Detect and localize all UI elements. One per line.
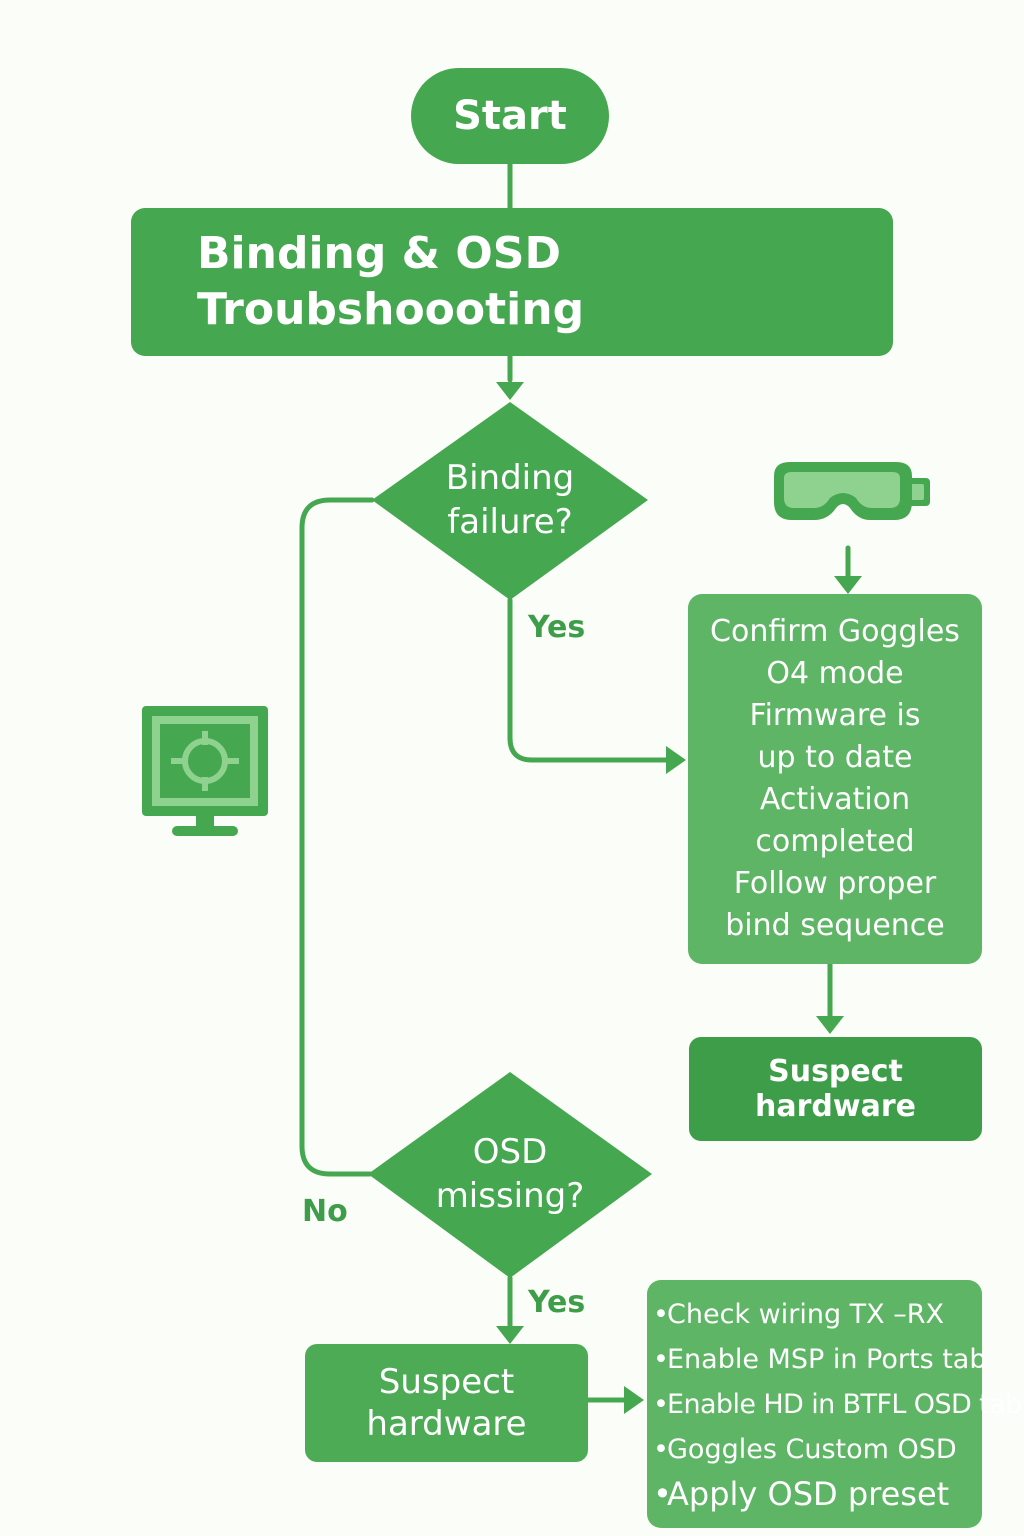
osd-check-item: • Check wiring TX –RX [653,1292,944,1337]
start-node[interactable]: Start [411,68,609,164]
bullet: • [653,1298,669,1330]
title-line-2: Troubshoooting [197,284,585,335]
start-label: Start [453,93,567,139]
binding-yes-label: Yes [528,610,586,645]
title-node[interactable]: Binding & OSD Troubshoooting [131,208,893,356]
arrowhead-confirm [666,746,686,774]
confirm-line-6: completed [755,824,915,859]
suspect-hardware-bottom-line-1: Suspect [378,1362,515,1402]
arrowhead-goggles [834,576,862,594]
bullet: • [653,1343,669,1375]
bullet: • [653,1474,672,1513]
suspect-hardware-top-label: Suspect hardware [755,1054,916,1124]
osd-check-text: Check wiring TX –RX [667,1298,944,1330]
osd-decision-line-2: missing? [435,1176,585,1216]
flowchart-title: Binding & OSD Troubshoooting [197,226,584,338]
osd-check-text: Enable HD in BTFL OSD tab [667,1388,1022,1420]
confirm-line-8: bind sequence [725,908,945,943]
osd-check-item: • Apply OSD preset [653,1472,949,1517]
osd-yes-label: Yes [528,1285,586,1320]
bullet: • [653,1433,669,1465]
osd-decision-label: OSD missing? [410,1130,610,1218]
title-line-1: Binding & OSD [197,228,561,279]
monitor-crosshair-icon [142,706,268,836]
suspect-hardware-bottom-line-2: hardware [366,1404,527,1444]
suspect-hardware-top-node[interactable]: Suspect hardware [689,1037,982,1141]
confirm-line-4: up to date [757,740,913,775]
arrowhead-suspect-bottom [496,1326,524,1344]
confirm-checklist-node[interactable]: Confirm Goggles O4 mode Firmware is up t… [688,594,982,964]
osd-check-text: Goggles Custom OSD [667,1433,957,1465]
osd-check-text: Apply OSD preset [667,1474,950,1513]
arrow-binding-yes-confirm [507,597,673,763]
suspect-hardware-bottom-node[interactable]: Suspect hardware [305,1344,588,1462]
connector-no-loop [299,497,375,1177]
decision-osd-missing[interactable] [368,1072,652,1278]
osd-check-item: • Enable HD in BTFL OSD tab [653,1382,1022,1427]
osd-checklist-node[interactable]: • Check wiring TX –RX • Enable MSP in Po… [647,1280,1022,1528]
goggles-icon [774,462,930,520]
arrowhead-checks [624,1386,644,1414]
osd-decision-line-1: OSD [472,1132,548,1172]
arrowhead-title-binding [496,382,524,400]
binding-decision-line-2: failure? [447,502,573,542]
no-label: No [302,1194,348,1229]
osd-check-item: • Enable MSP in Ports tab [653,1337,987,1382]
binding-decision-line-1: Binding [445,458,575,498]
osd-check-text: Enable MSP in Ports tab [667,1343,987,1375]
confirm-line-3: Firmware is [749,698,921,733]
confirm-line-1: Confirm Goggles [710,614,960,649]
binding-decision-label: Binding failure? [410,456,610,544]
arrowhead-suspect-top [816,1016,844,1034]
confirm-line-7: Follow proper [733,866,937,901]
confirm-line-2: O4 mode [766,656,904,691]
decision-binding-failure[interactable] [372,402,648,600]
bullet: • [653,1388,669,1420]
confirm-line-5: Activation [759,782,911,817]
osd-check-item: • Goggles Custom OSD [653,1427,957,1472]
